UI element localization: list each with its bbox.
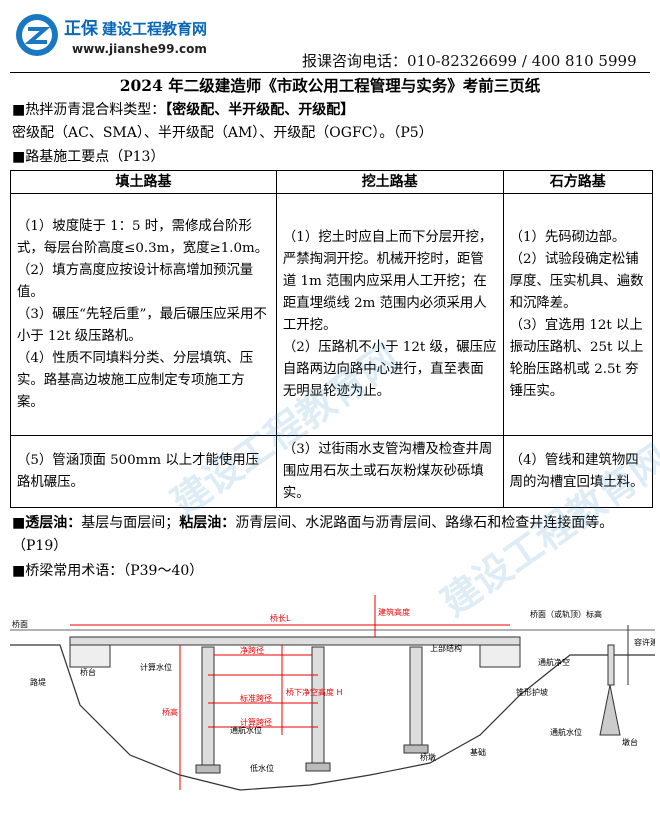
fill-item: （1）坡度陡于 1：5 时，需修成台阶形式，每层台阶高度≤0.3m，宽度≥1.0… <box>17 218 269 256</box>
fill-cell: （5）管涵顶面 500mm 以上才能使用压路机碾压。 <box>10 435 277 508</box>
table-header-row: 填土路基 挖土路基 石方路基 <box>10 170 654 194</box>
label-pier: 桥墩 <box>420 752 436 762</box>
label-cone-slope: 锥形护坡 <box>516 687 548 697</box>
label-low-water: 低水位 <box>250 763 274 773</box>
table-row: （1）坡度陡于 1：5 时，需修成台阶形式，每层台阶高度≤0.3m，宽度≥1.0… <box>10 193 654 436</box>
section-oil: ■透层油：基层与面层间；粘层油：沥青层间、水泥路面与沥青层间、路缘石和检查井连接… <box>12 515 614 554</box>
label-standard-span: 标准跨径 <box>240 693 272 703</box>
label-nav-water: 通航水位 <box>230 725 262 735</box>
brand-name: 正保建设工程教育网 <box>64 19 208 39</box>
col-rock: 石方路基 <box>502 170 654 194</box>
fill-cell: （1）坡度陡于 1：5 时，需修成台阶形式，每层台阶高度≤0.3m，宽度≥1.0… <box>10 193 277 436</box>
rock-item: （2）试验段确定松铺厚度、压实机具、遍数和沉降差。 <box>509 251 644 311</box>
fill-item: （2）填方高度应按设计标高增加预沉量值。 <box>17 262 254 300</box>
site-url[interactable]: www.jianshe99.com <box>72 42 207 56</box>
label-design-water: 计算水位 <box>140 662 172 672</box>
label-bridge-height: 桥高 <box>162 707 178 717</box>
rock-cell: （1）先码砌边部。 （2）试验段确定松铺厚度、压实机具、遍数和沉降差。 （3）宜… <box>502 193 654 436</box>
label-abutment: 桥台 <box>80 667 96 677</box>
cut-cell: （3）过街雨水支管沟槽及检查井周围应用石灰土或石灰粉煤灰砂砾填实。 <box>275 435 504 508</box>
label-design-span: 计算跨径 <box>240 717 272 727</box>
bridge-diagram: 桥面 桥长L 桥台 路堤 计算水位 通航水位 低水位 桥墩 基础 上部结构 净跨… <box>10 595 655 791</box>
col-cut: 挖土路基 <box>275 170 504 194</box>
rock-item: （1）先码砌边部。 <box>509 229 626 245</box>
label-clear-span: 净跨径 <box>240 645 264 655</box>
section-subgrade-heading: ■路基施工要点（P13） <box>12 149 165 165</box>
contact-phone: 报课咨询电话：010-82326699 / 400 810 5999 <box>302 52 637 70</box>
header-divider <box>10 72 650 73</box>
label-foundation: 基础 <box>470 747 486 757</box>
label-building-height: 建筑高度 <box>378 607 410 617</box>
label-deck-elev: 桥面（或轨顶）标高 <box>530 609 602 619</box>
section-asphalt-body: 密级配（AC、SMA）、半开级配（AM）、开级配（OGFC）。（P5） <box>12 125 433 141</box>
label-under-clearance: 桥下净空高度 H <box>286 687 343 697</box>
label-embankment: 路堤 <box>30 677 46 687</box>
page-header: 正保建设工程教育网 www.jianshe99.com 报课咨询电话：010-8… <box>0 0 660 72</box>
label-nav-water-2: 通航水位 <box>550 727 582 737</box>
label-superstructure: 上部结构 <box>430 643 462 653</box>
label-allow-height: 容许建筑高度 <box>634 637 655 647</box>
table-row: （5）管涵顶面 500mm 以上才能使用压路机碾压。 （3）过街雨水支管沟槽及检… <box>10 435 654 508</box>
col-fill: 填土路基 <box>10 170 277 194</box>
logo-icon <box>16 14 58 56</box>
cut-item: （2）压路机不小于 12t 级，碾压应自路两边向路中心进行，直至表面无明显轮迹为… <box>282 339 497 399</box>
rock-cell: （4）管线和建筑物四周的沟槽宜回填土料。 <box>502 435 654 508</box>
subgrade-table: 填土路基 挖土路基 石方路基 （1）坡度陡于 1：5 时，需修成台阶形式，每层台… <box>10 170 654 508</box>
cut-item: （1）挖土时应自上而下分层开挖，严禁掏洞开挖。机械开挖时，距管道 1m 范围内应… <box>282 229 493 333</box>
label-bridge-length: 桥长L <box>270 613 291 623</box>
label-nav-clearance: 通航净空 <box>538 657 570 667</box>
rock-item: （3）宜选用 12t 以上振动压路机、25t 以上轮胎压路机或 2.5t 夯锤压… <box>509 317 644 399</box>
section-bridge-heading: ■桥梁常用术语：（P39～40） <box>12 563 204 579</box>
section-asphalt-heading: ■热拌沥青混合料类型：【密级配、半开级配、开级配】 <box>12 102 355 118</box>
fill-item: （4）性质不同填料分类、分层填筑、压实。路基高边坡施工应制定专项施工方案。 <box>17 350 254 410</box>
label-pier-2: 墩台 <box>622 737 638 747</box>
page-title: 2024 年二级建造师《市政公用工程管理与实务》考前三页纸 <box>119 76 541 95</box>
cut-cell: （1）挖土时应自上而下分层开挖，严禁掏洞开挖。机械开挖时，距管道 1m 范围内应… <box>275 193 504 436</box>
label-bridge-deck: 桥面 <box>12 619 28 629</box>
fill-item: （3）碾压“先轻后重”，最后碾压应采用不小于 12t 级压路机。 <box>17 306 267 344</box>
